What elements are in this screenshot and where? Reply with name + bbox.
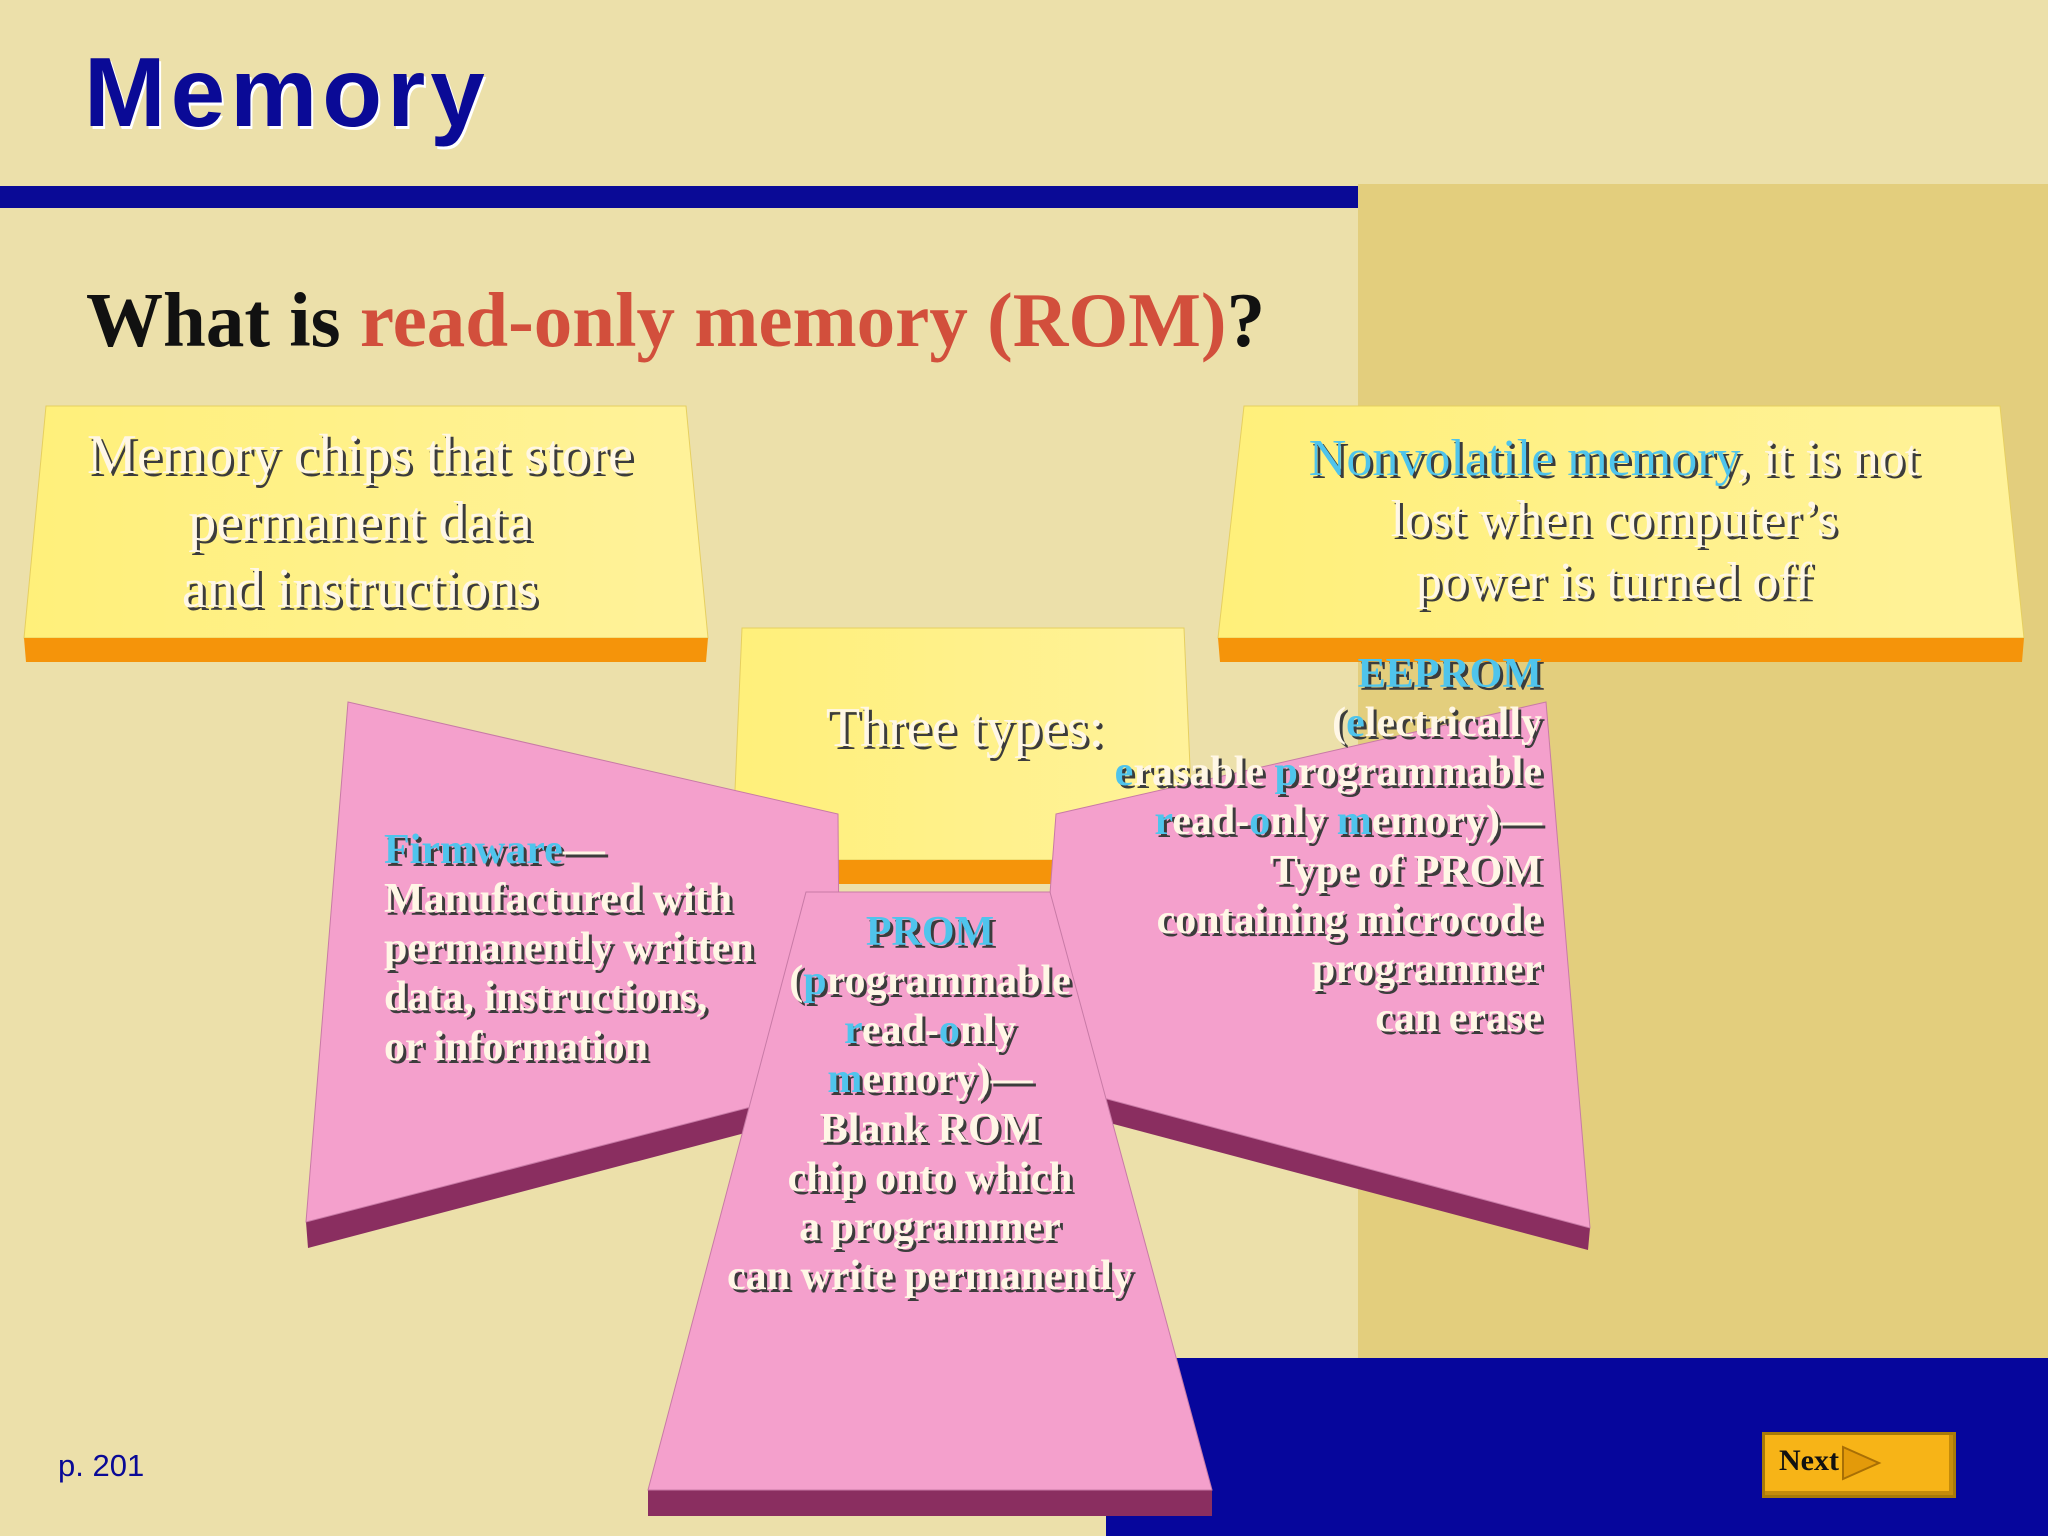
nonvolatile-term: Nonvolatile memory [1308, 430, 1738, 487]
prom-paren: ( [789, 958, 804, 1005]
eeprom-paren: ( [1332, 700, 1347, 747]
prom-expansion-line: (programmable [680, 957, 1180, 1006]
eeprom-line: programmer [1311, 945, 1542, 992]
prom-expansion-line: read-only [680, 1006, 1180, 1055]
prom-letter: r [844, 1007, 862, 1054]
definition-line: permanent data [188, 491, 532, 554]
firmware-heading: Firmware— [384, 826, 804, 875]
nonvolatile-text: Nonvolatile memory, it is not lost when … [1214, 428, 2014, 612]
prom-expansion-line: memory)— [680, 1055, 1180, 1104]
title-underline-bar [0, 186, 1358, 208]
firmware-line: Manufactured with [384, 876, 733, 923]
eeprom-expansion-line: read-only memory)— [1030, 797, 1542, 846]
eeprom-word: nly [1270, 798, 1337, 845]
definition-box-edge [24, 638, 708, 662]
prom-line: chip onto which [787, 1154, 1073, 1201]
nonvolatile-line: lost when computer’s [1390, 491, 1838, 549]
firmware-panel-edge [306, 1084, 840, 1248]
slide-question: What is read-only memory (ROM)? [86, 276, 1265, 365]
play-arrow-icon [1842, 1445, 1882, 1481]
eeprom-word: lectrically [1364, 700, 1542, 747]
page-reference: p. 201 [58, 1448, 145, 1483]
eeprom-line: containing microcode [1156, 896, 1542, 943]
prom-letter: o [938, 1007, 960, 1054]
eeprom-letter: p [1274, 749, 1298, 796]
definition-line: and instructions [181, 558, 539, 621]
eeprom-word: rasable [1133, 749, 1275, 796]
prom-term: PROM [865, 909, 995, 955]
definition-line: Memory chips that store [87, 424, 633, 486]
firmware-description: Firmware— Manufactured with permanently … [384, 826, 804, 1072]
next-button-label: Next [1779, 1444, 1839, 1477]
prom-letter: m [827, 1056, 863, 1103]
prom-panel [647, 891, 1213, 1491]
prom-word: ead- [861, 1007, 939, 1054]
prom-line: can write permanently [727, 1252, 1133, 1299]
eeprom-letter: o [1249, 798, 1271, 845]
prom-description: PROM (programmable read-only memory)— Bl… [680, 908, 1180, 1301]
eeprom-panel-edge [1036, 1080, 1590, 1250]
firmware-term: Firmware [384, 827, 563, 873]
nonvolatile-rest: , it is not [1737, 430, 1920, 487]
prom-panel-edge [648, 1490, 1212, 1516]
eeprom-letter: e [1114, 749, 1134, 796]
definition-text: Memory chips that store permanent data a… [40, 422, 680, 624]
eeprom-line: Type of PROM [1269, 847, 1542, 894]
prom-word: rogrammable [826, 958, 1071, 1005]
firmware-line: permanently written [384, 925, 754, 972]
eeprom-expansion-line: erasable programmable [1030, 748, 1542, 797]
nonvolatile-line: power is turned off [1415, 552, 1813, 610]
firmware-line: or information [384, 1023, 649, 1070]
eeprom-line: can erase [1375, 994, 1542, 1041]
eeprom-term: EEPROM [1357, 651, 1542, 697]
eeprom-letter: m [1336, 798, 1372, 845]
firmware-line: data, instructions, [384, 974, 708, 1021]
question-suffix: ? [1226, 277, 1266, 363]
eeprom-word: emory)— [1371, 798, 1542, 845]
nonvolatile-box-edge [1218, 638, 2024, 662]
slide-title: Memory [84, 37, 490, 147]
eeprom-letter: r [1154, 798, 1173, 845]
eeprom-letter: e [1346, 700, 1365, 747]
nonvolatile-line: Nonvolatile memory, it is not [1214, 428, 2014, 489]
question-prefix: What is [86, 277, 360, 363]
prom-line: a programmer [799, 1203, 1061, 1250]
prom-word: emory)— [862, 1056, 1033, 1103]
types-label: Three types: [825, 697, 1105, 759]
eeprom-word: ead- [1172, 798, 1250, 845]
prom-letter: p [803, 958, 827, 1005]
eeprom-expansion-line: (electrically [1030, 699, 1542, 748]
question-highlight: read-only memory (ROM) [359, 277, 1227, 363]
prom-line: Blank ROM [819, 1105, 1041, 1152]
eeprom-description: EEPROM (electrically erasable programmab… [1030, 650, 1542, 1043]
firmware-dash: — [562, 827, 605, 873]
eeprom-word: rogrammable [1297, 749, 1542, 796]
next-button[interactable]: Next [1762, 1432, 1956, 1498]
prom-word: nly [959, 1007, 1016, 1054]
